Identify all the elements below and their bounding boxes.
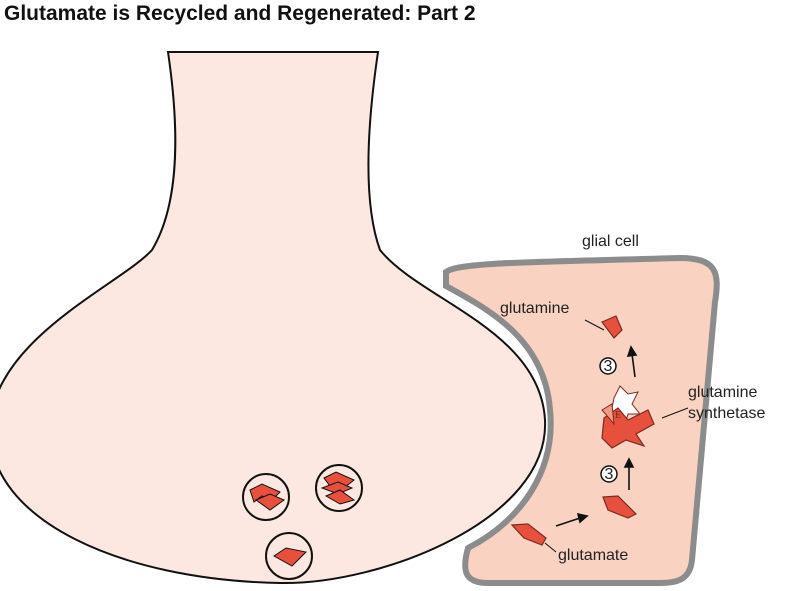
arrow-icon: [555, 512, 589, 527]
step-3-badge-lower: 3: [600, 465, 618, 483]
arrow-icon: [623, 457, 635, 490]
glutamate-molecule: [602, 495, 638, 519]
svg-text:3: 3: [605, 466, 614, 483]
vesicle: [242, 473, 290, 521]
leader-line: [544, 542, 557, 553]
glial-cell: [443, 254, 720, 586]
glutamine-molecule: [601, 315, 623, 339]
diagram-title: Glutamate is Recycled and Regenerated: P…: [4, 2, 476, 25]
vesicle: [315, 464, 363, 512]
presynaptic-terminal: [0, 51, 547, 585]
glutamine-synthetase-enzyme: E: [601, 385, 655, 449]
vesicle: [265, 532, 313, 580]
step-3-badge-upper: 3: [599, 357, 617, 375]
glutamine-label: glutamine: [500, 300, 569, 317]
leader-line: [584, 319, 605, 331]
glutamate-label: glutamate: [558, 547, 628, 564]
enzyme-mark: E: [615, 409, 622, 421]
glutamine-synthetase-label-line2: synthetase: [688, 405, 765, 422]
arrow-icon: [626, 345, 638, 378]
glutamate-molecule: [510, 523, 547, 546]
leader-line: [661, 407, 689, 419]
svg-text:3: 3: [604, 358, 613, 375]
glial-cell-label: glial cell: [582, 233, 639, 250]
glutamine-synthetase-label-line1: glutamine: [688, 384, 757, 401]
